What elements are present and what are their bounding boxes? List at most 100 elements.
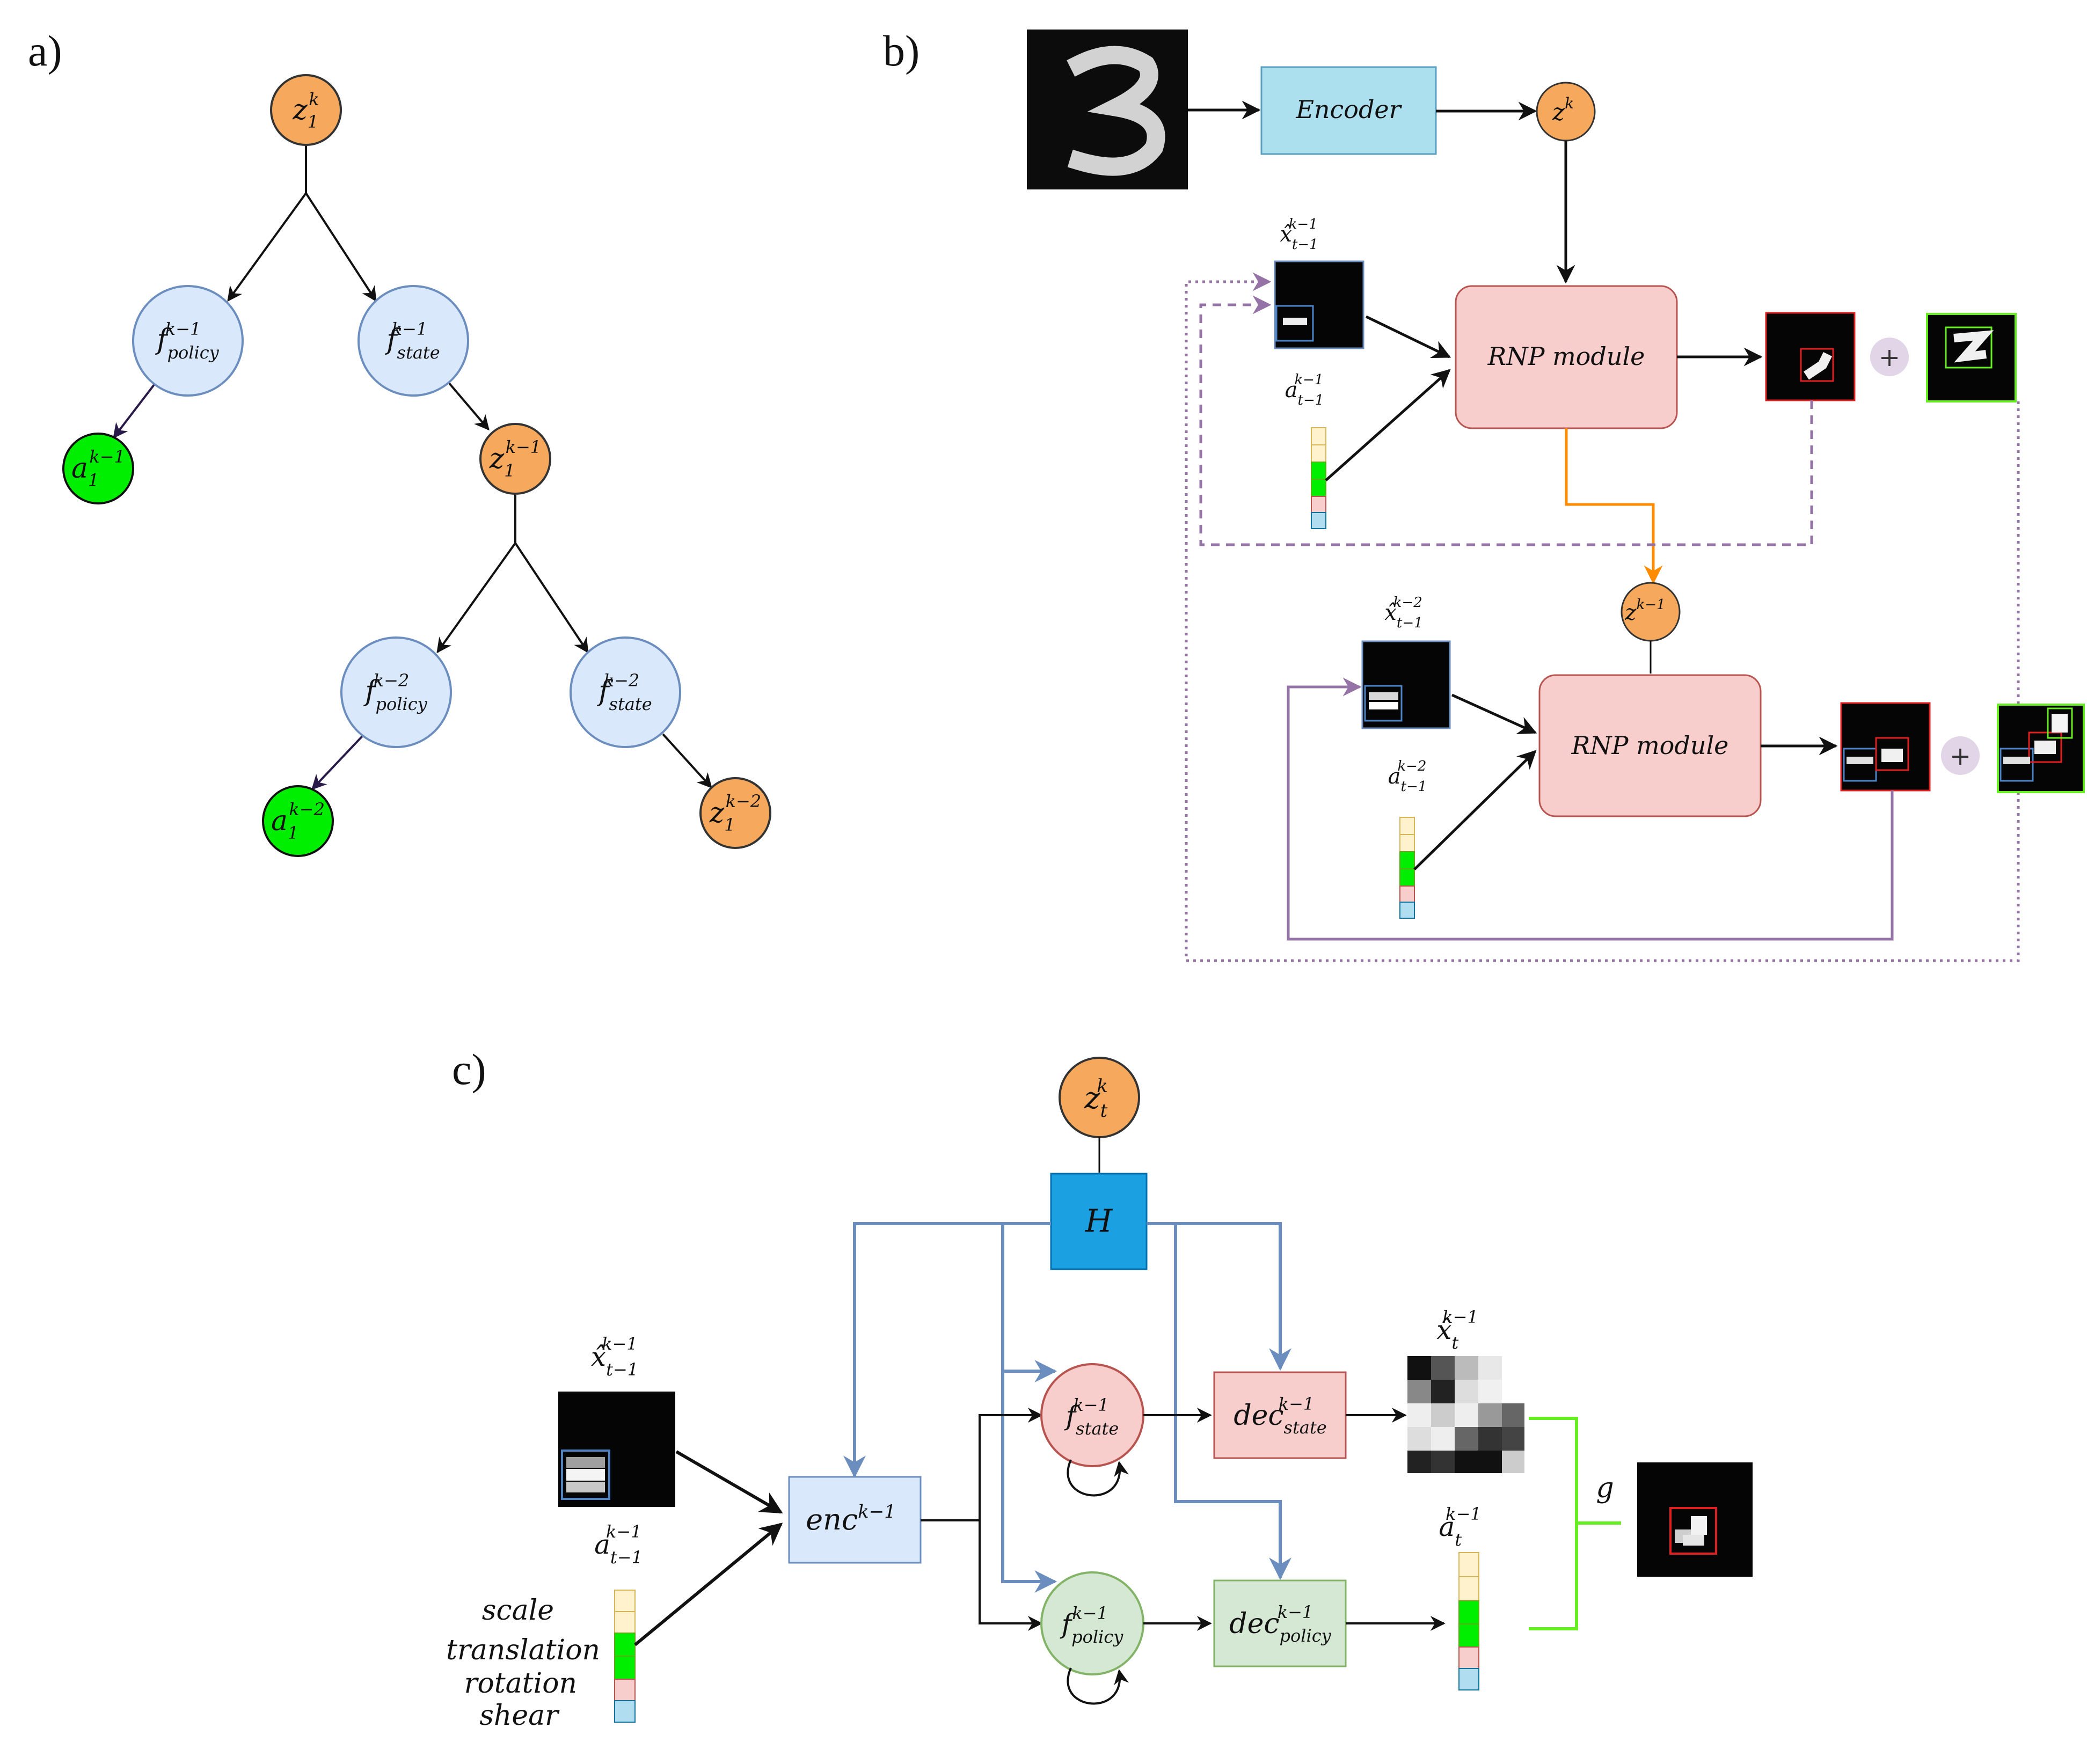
g-bracket	[1529, 1417, 1578, 1630]
g-label: g	[1596, 1472, 1614, 1504]
svg-text:fpolicyk−1: fpolicyk−1	[155, 319, 219, 363]
arrow	[1365, 315, 1451, 358]
svg-text:fpolicyk−1: fpolicyk−1	[1060, 1603, 1124, 1647]
feedback-arrow-dotted	[1185, 272, 2020, 962]
arrow	[675, 1450, 783, 1514]
accum-image-b2	[1997, 704, 2085, 793]
action-vector-b2	[1399, 817, 1415, 919]
tree-edge	[514, 542, 589, 654]
a-in-label: at−1k−1	[594, 1521, 643, 1568]
xhat1-label: x̂t−1k−1	[1280, 216, 1318, 253]
svg-text:zk: zk	[1552, 94, 1574, 126]
enc-box: enck−1	[788, 1476, 922, 1564]
xhat-in-image	[558, 1392, 675, 1507]
self-loop	[1067, 1459, 1129, 1497]
panel-b-pipeline: Encoder zk x̂t−1k−1 at−1k−1 RNP modu	[1027, 30, 2085, 962]
node-f-policy-k1: fpolicyk−1	[132, 285, 244, 397]
svg-text:zk−1: zk−1	[1624, 597, 1665, 625]
action-label-translation: translation	[446, 1634, 600, 1666]
h-arrow	[1001, 1222, 1057, 1382]
input-digit-image	[1027, 30, 1188, 189]
action-vector-b1	[1311, 427, 1326, 529]
self-loop	[1067, 1667, 1129, 1705]
tree-edge	[436, 542, 516, 654]
svg-text:H: H	[1085, 1203, 1113, 1239]
panel-label-b: b)	[883, 26, 920, 75]
node-z1k: z1k	[270, 74, 342, 146]
panel-c-architecture: ztk H x̂t−1k−1 at−1k−1 scale translation…	[446, 1057, 1753, 1732]
svg-text:a1k−2: a1k−2	[271, 799, 325, 843]
node-z1-k2: z1k−2	[699, 777, 771, 849]
svg-text:+: +	[1879, 342, 1900, 372]
svg-text:Encoder: Encoder	[1295, 95, 1402, 124]
svg-text:decstatek−1: decstatek−1	[1234, 1394, 1326, 1438]
plus-b2: +	[1941, 736, 1980, 775]
svg-text:z1k−2: z1k−2	[709, 791, 761, 835]
tree-edge	[311, 728, 370, 790]
a1-label: at−1k−1	[1285, 372, 1324, 408]
dec-state-box: decstatek−1	[1213, 1371, 1347, 1459]
feedback-arrow-solid	[1287, 677, 1894, 941]
tree-edge	[305, 192, 377, 302]
action-vector-c-in	[614, 1590, 636, 1723]
node-z1-k1: z1k−1	[479, 423, 551, 495]
a-out-label: atk−1	[1439, 1504, 1481, 1550]
xhat-in-label: x̂t−1k−1	[591, 1334, 638, 1380]
node-zk1: zk−1	[1621, 582, 1681, 642]
f-policy-node: fpolicyk−1	[1040, 1571, 1144, 1675]
tree-edge	[113, 375, 162, 439]
arrow	[634, 1523, 783, 1646]
h-box: H	[1050, 1173, 1148, 1270]
svg-text:a1k−1: a1k−1	[71, 447, 125, 491]
xhat2-label: x̂t−1k−2	[1384, 595, 1422, 631]
rnp-module-1: RNP module	[1455, 285, 1678, 429]
action-vector-c-out	[1458, 1552, 1479, 1690]
tree-edge	[662, 733, 712, 789]
node-f-policy-k2: fpolicyk−2	[340, 636, 452, 748]
feedback-arrow-dashed	[1199, 295, 1813, 546]
svg-text:RNP module: RNP module	[1487, 342, 1645, 371]
node-zk: zk	[1536, 82, 1596, 142]
node-f-state-k1: fstatek−1	[357, 285, 469, 397]
arrow	[979, 1520, 1043, 1631]
svg-text:z1k−1: z1k−1	[489, 437, 541, 481]
rnp-module-2: RNP module	[1538, 674, 1762, 817]
xhat-out-image	[1407, 1356, 1524, 1473]
dec-policy-box: decpolicyk−1	[1213, 1579, 1347, 1667]
arrow	[979, 1408, 1043, 1520]
node-f-state-k2: fstatek−2	[570, 636, 681, 748]
arrow	[1451, 693, 1537, 734]
h-arrow	[1001, 1371, 1057, 1593]
panel-label-a: a)	[28, 26, 62, 75]
h-arrow	[1147, 1222, 1291, 1580]
panel-label-c: c)	[452, 1045, 486, 1094]
svg-text:RNP module: RNP module	[1571, 731, 1729, 760]
svg-text:z1k: z1k	[292, 89, 319, 132]
action-label-rotation: rotation	[464, 1667, 577, 1700]
svg-text:decpolicyk−1: decpolicyk−1	[1229, 1602, 1331, 1646]
f-state-node: fstatek−1	[1040, 1363, 1144, 1467]
svg-text:+: +	[1950, 741, 1971, 771]
action-label-shear: shear	[479, 1700, 560, 1732]
encoder-box: Encoder	[1260, 66, 1437, 155]
accum-image-b1	[1926, 313, 2017, 402]
a2-label: at−1k−2	[1388, 758, 1427, 795]
h-arrow	[843, 1222, 1051, 1478]
node-ztk: ztk	[1059, 1057, 1140, 1138]
svg-text:ztk: ztk	[1084, 1075, 1108, 1122]
h-arrow	[1147, 1222, 1291, 1371]
arrow	[1565, 428, 1663, 584]
plus-b1: +	[1870, 338, 1909, 376]
tree-edge	[447, 381, 490, 431]
output-image-b2	[1840, 702, 1931, 792]
node-a1-k1: a1k−1	[62, 433, 134, 504]
tree-edge	[227, 192, 307, 302]
xhat-out-label: x̂tk−1	[1436, 1307, 1478, 1353]
output-image-b1	[1765, 312, 1856, 401]
action-label-scale: scale	[482, 1594, 554, 1627]
node-a1-k2: a1k−2	[262, 785, 334, 857]
svg-text:enck−1: enck−1	[806, 1501, 896, 1536]
g-output-image	[1637, 1462, 1753, 1577]
svg-text:fstatek−1: fstatek−1	[384, 319, 440, 363]
